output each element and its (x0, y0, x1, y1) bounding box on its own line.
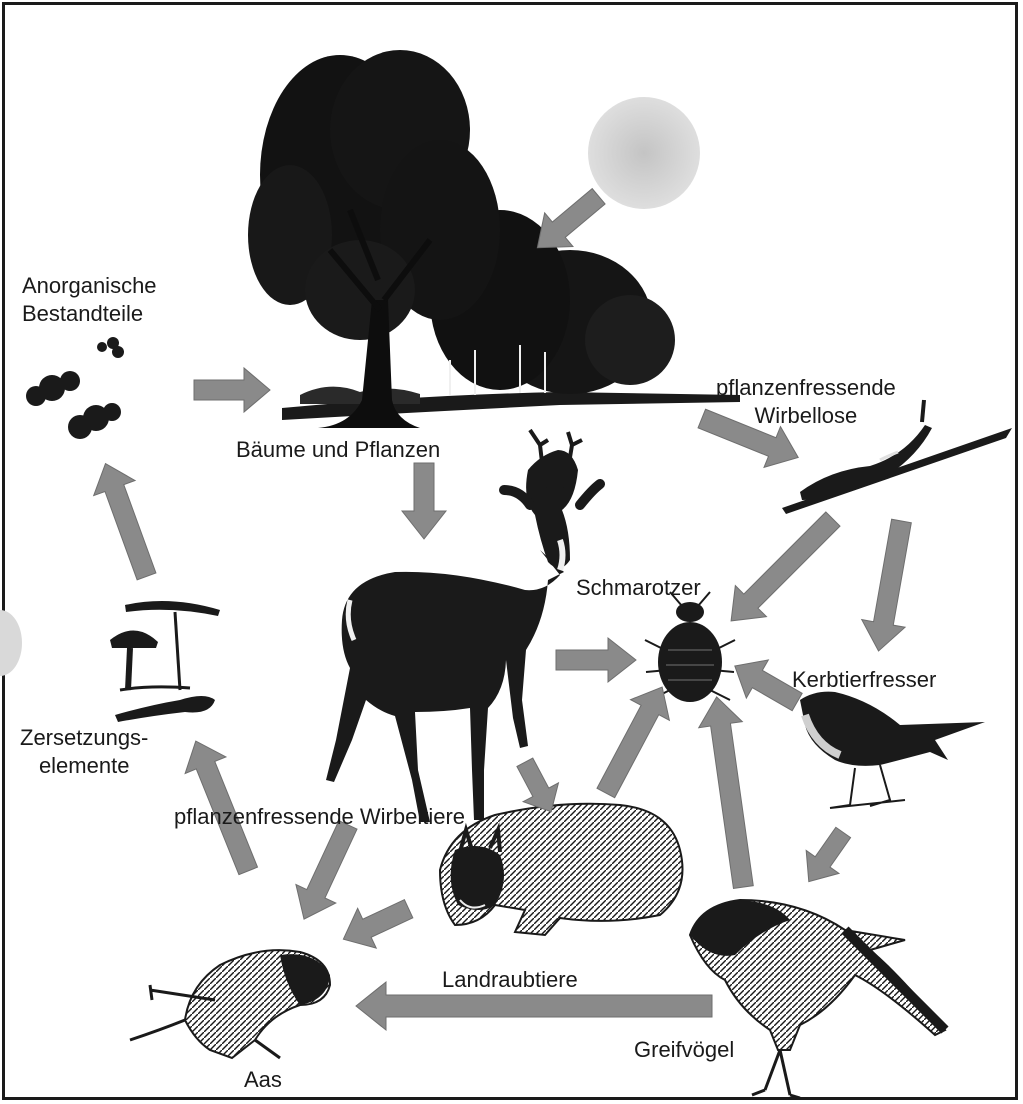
sun-icon (588, 97, 700, 209)
label-line: Bestandteile (22, 300, 157, 328)
robin-icon (788, 692, 985, 808)
mineral-particles-icon (26, 337, 124, 439)
label-anorganische-bestandteile: Anorganische Bestandteile (22, 272, 157, 327)
arrow-invertebrates-to-parasites (716, 504, 849, 637)
bed-bug-icon (645, 592, 735, 702)
label-greifvoegel: Greifvögel (634, 1036, 734, 1064)
label-zersetzungselemente: Zersetzungs- elemente (20, 724, 148, 779)
label-kerbtierfresser: Kerbtierfresser (792, 666, 936, 694)
arrow-trees-to-deer (402, 463, 446, 539)
arrow-kerbtierfresser-to-hawk (792, 821, 859, 893)
hawk-icon (690, 900, 945, 1098)
carrion-bird-icon (130, 950, 330, 1058)
label-pflanzenfressende-wirbeltiere: pflanzenfressende Wirbeltiere (174, 803, 465, 831)
label-line: Anorganische (22, 272, 157, 300)
label-baeume-und-pflanzen: Bäume und Pflanzen (236, 436, 440, 464)
label-line: Zersetzungs- (20, 724, 148, 752)
arrow-minerals-to-trees (194, 368, 270, 412)
label-line: pflanzenfressende (716, 374, 896, 402)
mushrooms-and-worm-icon (110, 601, 220, 722)
roe-deer-icon (326, 430, 600, 822)
label-landraubtiere: Landraubtiere (442, 966, 578, 994)
arrow-zersetzung-to-minerals (85, 456, 167, 584)
arrow-lynx-to-parasites (586, 677, 681, 804)
label-pflanzenfressende-wirbellose: pflanzenfressende Wirbellose (716, 374, 896, 429)
arrow-deer-to-carrion (284, 816, 368, 929)
arrow-hawk-to-parasites (695, 694, 765, 890)
arrow-lynx-to-carrion (334, 889, 418, 959)
label-line: Wirbellose (716, 402, 896, 430)
label-line: elemente (20, 752, 148, 780)
label-schmarotzer: Schmarotzer (576, 574, 701, 602)
label-aas: Aas (244, 1066, 282, 1094)
lynx-icon (440, 804, 683, 935)
arrow-invertebrates-to-kerbtierfresser (857, 517, 923, 655)
arrow-deer-to-parasites (556, 638, 636, 682)
